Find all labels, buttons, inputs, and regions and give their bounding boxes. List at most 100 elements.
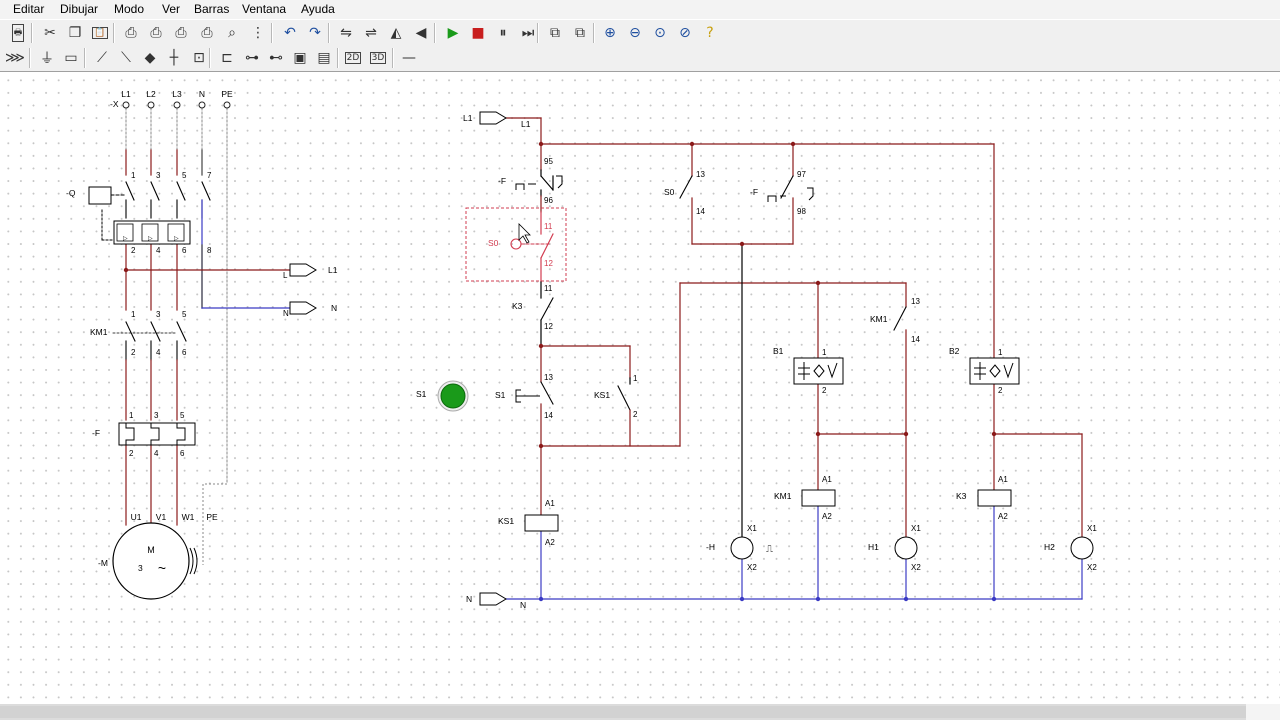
align-1-button[interactable]: ⇋ (336, 23, 356, 43)
scrollbar-thumb[interactable] (0, 706, 1246, 718)
stop-button[interactable]: ■ (468, 23, 488, 43)
contact-nc-icon: ⟍ (121, 50, 131, 66)
horizontal-scrollbar[interactable] (0, 704, 1246, 720)
toolbar-separator (392, 48, 394, 68)
align-2-button[interactable]: ⇌ (361, 23, 381, 43)
print-preview-3-button[interactable]: ⎙ (171, 23, 191, 43)
stop-icon: ■ (471, 25, 485, 41)
redo-button[interactable]: ↷ (305, 23, 325, 43)
window-2-button[interactable]: ⧉ (570, 23, 590, 43)
print-preview-2-icon: ⎙ (150, 25, 162, 41)
toolbar-separator (328, 23, 330, 43)
menu-ver[interactable]: Ver (162, 2, 181, 16)
menu-modo[interactable]: Modo (114, 2, 145, 16)
box-3d-icon: 3D (369, 52, 387, 64)
mirror-h-button[interactable]: ◀ (411, 23, 431, 43)
tee-button[interactable]: ┼ (164, 48, 184, 68)
zoom-fit-button[interactable]: ⊙ (650, 23, 670, 43)
cut-icon: ✂ (44, 25, 56, 41)
zoom-window-icon: ⊘ (679, 25, 691, 41)
print-icon: 🖶 (11, 24, 25, 42)
toolbar-separator (337, 48, 339, 68)
zoom-fit-icon: ⊙ (654, 25, 666, 41)
pause-button[interactable]: ⏸ (493, 23, 513, 43)
run-icon: ▶ (447, 25, 459, 41)
align-2-icon: ⇌ (365, 25, 377, 41)
undo-icon: ↶ (284, 25, 296, 41)
window-2-icon: ⧉ (575, 25, 585, 41)
plug-icon: ⏚ (40, 51, 54, 67)
contact-no-button[interactable]: ⟋ (92, 48, 112, 68)
fuse-button[interactable]: ⊡ (189, 48, 209, 68)
cut-button[interactable]: ✂ (40, 23, 60, 43)
tee-icon: ┼ (169, 50, 179, 66)
copy-icon: ❐ (68, 25, 82, 41)
print-button[interactable]: 🖶 (8, 23, 28, 43)
toolbar-separator (29, 48, 31, 68)
toolbar-separator (31, 23, 33, 43)
menu-ayuda[interactable]: Ayuda (301, 2, 335, 16)
undo-button[interactable]: ↶ (280, 23, 300, 43)
print-preview-4-icon: ⎙ (201, 25, 213, 41)
run-button[interactable]: ▶ (443, 23, 463, 43)
mirror-v-button[interactable]: ◭ (386, 23, 406, 43)
bus-button[interactable]: ⋙ (5, 48, 25, 68)
grid-button[interactable]: ⋮ (248, 23, 268, 43)
coil-button[interactable]: ⊶ (242, 48, 262, 68)
toolbar-separator (209, 48, 211, 68)
copy-button[interactable]: ❐ (65, 23, 85, 43)
contact-no-icon: ⟋ (97, 50, 107, 66)
box-2d-icon: 2D (344, 52, 362, 64)
battery-icon: ▭ (64, 50, 78, 66)
zoom-in-icon: ⊕ (604, 25, 616, 41)
box-1-button[interactable]: ▣ (290, 48, 310, 68)
contact-nc-button[interactable]: ⟍ (116, 48, 136, 68)
plug-button[interactable]: ⏚ (37, 48, 57, 68)
coil-icon: ⊶ (245, 50, 259, 66)
paste-icon: 📋 (92, 27, 108, 39)
zoom-out-button[interactable]: ⊖ (625, 23, 645, 43)
node-icon: ◆ (144, 50, 156, 66)
toolbar-separator (537, 23, 539, 43)
box-3d-button[interactable]: 3D (368, 48, 388, 68)
wire-button[interactable]: — (399, 48, 419, 68)
battery-button[interactable]: ▭ (61, 48, 81, 68)
help-icon: ? (706, 25, 714, 41)
print-preview-1-button[interactable]: ⎙ (121, 23, 141, 43)
box-1-icon: ▣ (293, 50, 307, 66)
step-button[interactable]: ⏭ (518, 23, 538, 43)
component-toolbar: ⋙ ⏚ ▭ ⟋ ⟍ ◆ ┼ ⊡ ⊏ ⊶ ⊷ ▣ ▤ 2D 3D — (0, 45, 1280, 72)
print-preview-4-button[interactable]: ⎙ (197, 23, 217, 43)
node-button[interactable]: ◆ (140, 48, 160, 68)
find-button[interactable]: ⌕ (222, 23, 242, 43)
menu-barras[interactable]: Barras (194, 2, 230, 16)
box-2-button[interactable]: ▤ (314, 48, 334, 68)
menu-bar: Editar Dibujar Modo Ver Barras Ventana A… (0, 0, 1280, 19)
toolbar-separator (593, 23, 595, 43)
menu-editar[interactable]: Editar (13, 2, 45, 16)
fuse-icon: ⊡ (193, 50, 205, 66)
toolbar-separator (271, 23, 273, 43)
resistor-button[interactable]: ⊏ (217, 48, 237, 68)
help-button[interactable]: ? (700, 23, 720, 43)
resistor-icon: ⊏ (221, 50, 233, 66)
menu-ventana[interactable]: Ventana (242, 2, 287, 16)
zoom-in-button[interactable]: ⊕ (600, 23, 620, 43)
wire-icon: — (402, 50, 416, 66)
mirror-v-icon: ◭ (390, 25, 402, 41)
bus-icon: ⋙ (5, 50, 25, 66)
transistor-button[interactable]: ⊷ (266, 48, 286, 68)
scrollbar-corner (1246, 704, 1280, 720)
grid-icon: ⋮ (251, 25, 265, 41)
find-icon: ⌕ (228, 25, 236, 41)
box-2d-button[interactable]: 2D (343, 48, 363, 68)
zoom-window-button[interactable]: ⊘ (675, 23, 695, 43)
print-preview-2-button[interactable]: ⎙ (146, 23, 166, 43)
paste-button[interactable]: 📋 (90, 23, 110, 43)
box-2-icon: ▤ (317, 50, 331, 66)
print-preview-1-icon: ⎙ (125, 25, 137, 41)
drawing-canvas[interactable] (0, 72, 1280, 704)
window-1-button[interactable]: ⧉ (545, 23, 565, 43)
toolbar-separator (434, 23, 436, 43)
menu-dibujar[interactable]: Dibujar (60, 2, 99, 16)
